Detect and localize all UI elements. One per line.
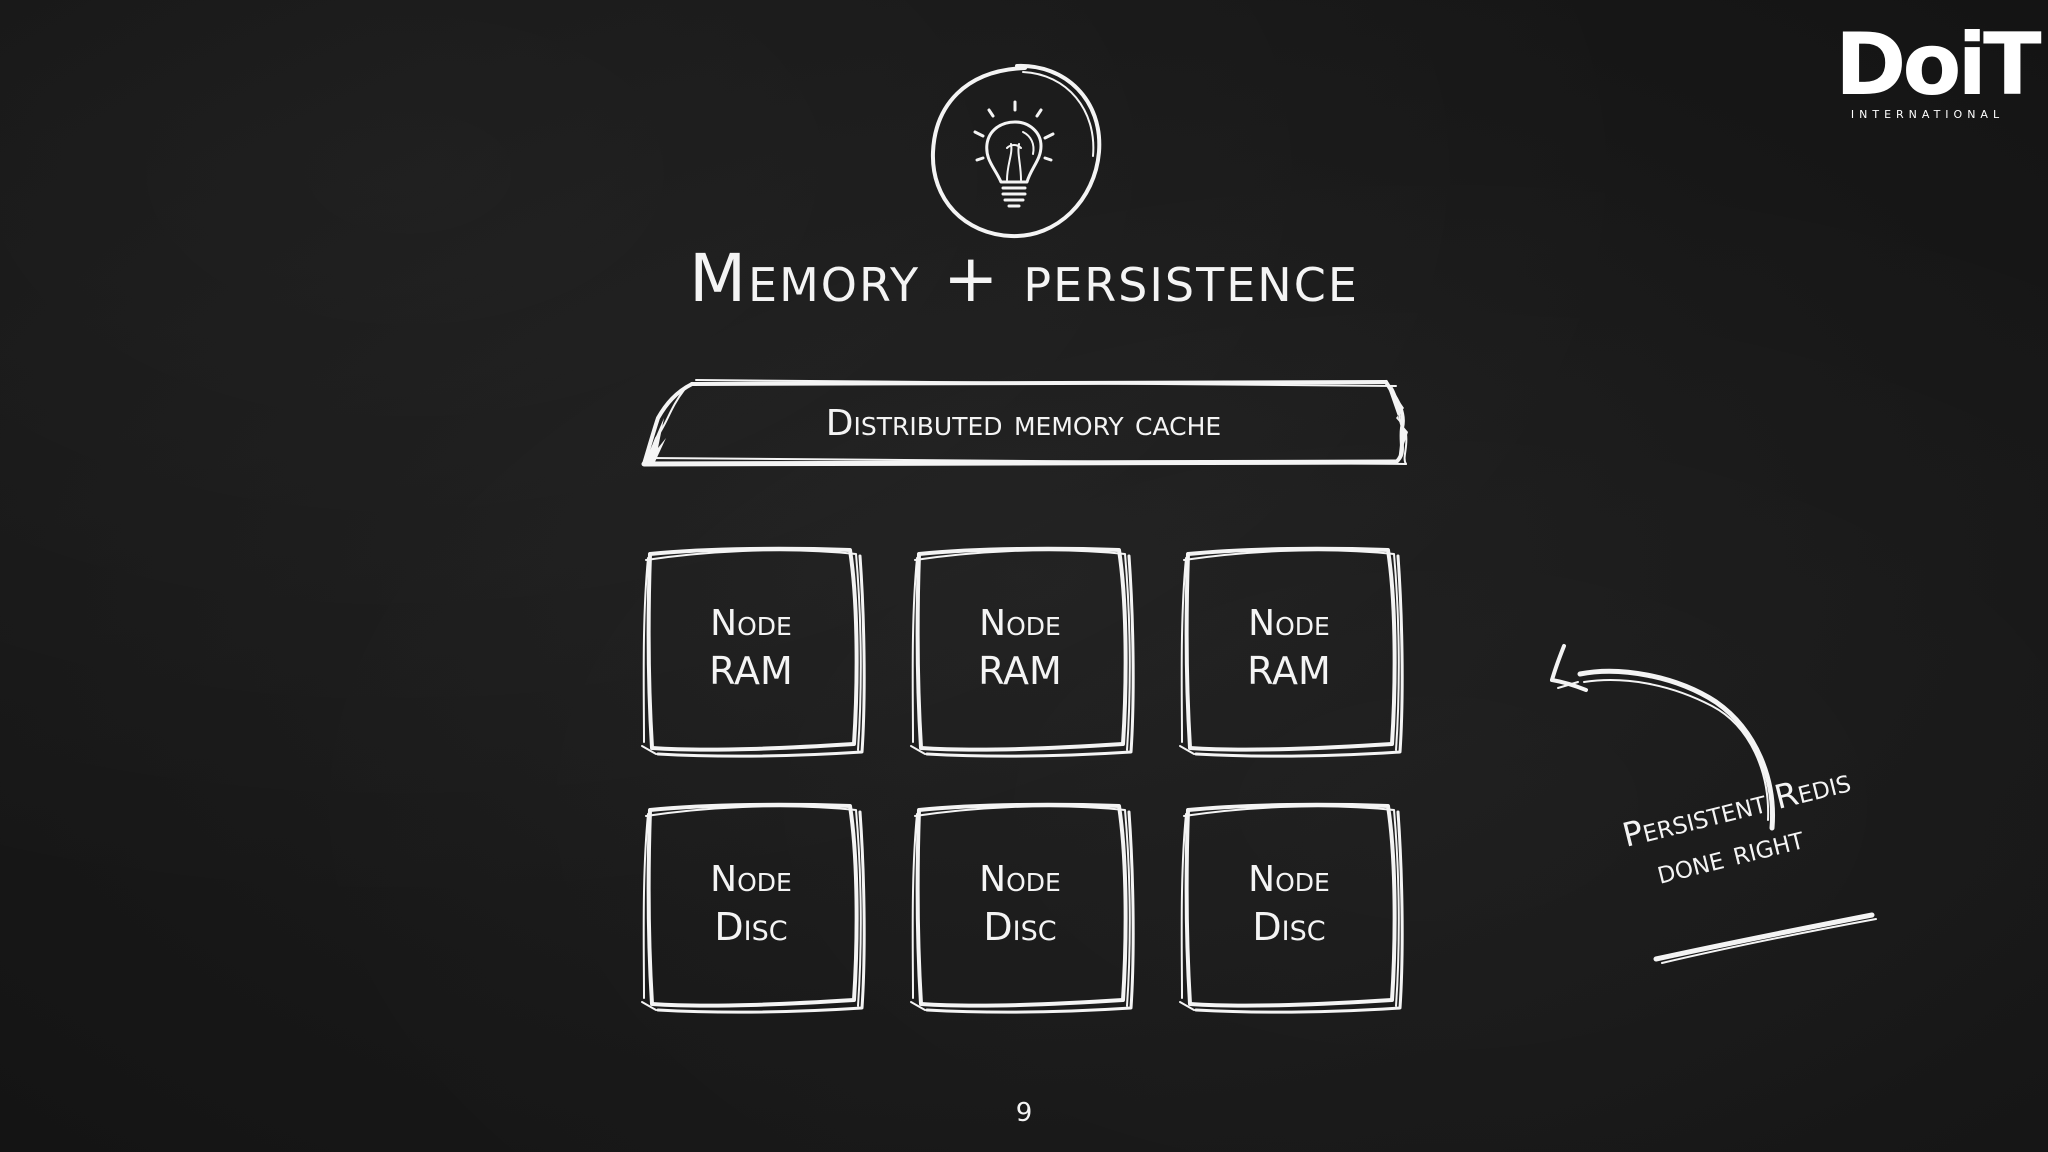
node-title: Node: [710, 859, 792, 900]
node-label: Node Disc: [1178, 798, 1400, 1010]
doit-logo: DoiT INTERNATIONAL: [1835, 15, 2042, 121]
node-disc-1: Node Disc: [640, 798, 872, 1020]
node-title: Node: [979, 859, 1061, 900]
note-underline: [1650, 905, 1880, 965]
node-type: RAM: [978, 649, 1062, 693]
node-title: Node: [710, 603, 792, 644]
node-type: Disc: [1252, 905, 1326, 949]
node-disc-2: Node Disc: [909, 798, 1141, 1020]
logo-subtitle: INTERNATIONAL: [1850, 108, 2005, 121]
node-label: Node RAM: [909, 542, 1131, 754]
node-label: Node Disc: [640, 798, 862, 1010]
node-ram-1: Node RAM: [640, 542, 872, 764]
node-type: Disc: [983, 905, 1057, 949]
banner-label: Distributed memory cache: [825, 403, 1222, 444]
node-ram-2: Node RAM: [909, 542, 1141, 764]
page-number: 9: [1015, 1098, 1033, 1128]
node-ram-3: Node RAM: [1178, 542, 1410, 764]
node-title: Node: [1248, 603, 1330, 644]
curved-arrow-icon: [1520, 640, 1780, 840]
node-type: Disc: [714, 905, 788, 949]
node-disc-3: Node Disc: [1178, 798, 1410, 1020]
page-title: Memory + persistence: [689, 240, 1359, 317]
lightbulb-icon: [925, 60, 1105, 245]
node-label: Node RAM: [1178, 542, 1400, 754]
distributed-cache-banner: Distributed memory cache: [636, 378, 1411, 470]
node-type: RAM: [709, 649, 793, 693]
node-label: Node RAM: [640, 542, 862, 754]
node-title: Node: [1248, 859, 1330, 900]
node-type: RAM: [1247, 649, 1331, 693]
logo-wordmark: DoiT: [1835, 15, 2042, 115]
node-label: Node Disc: [909, 798, 1131, 1010]
node-title: Node: [979, 603, 1061, 644]
